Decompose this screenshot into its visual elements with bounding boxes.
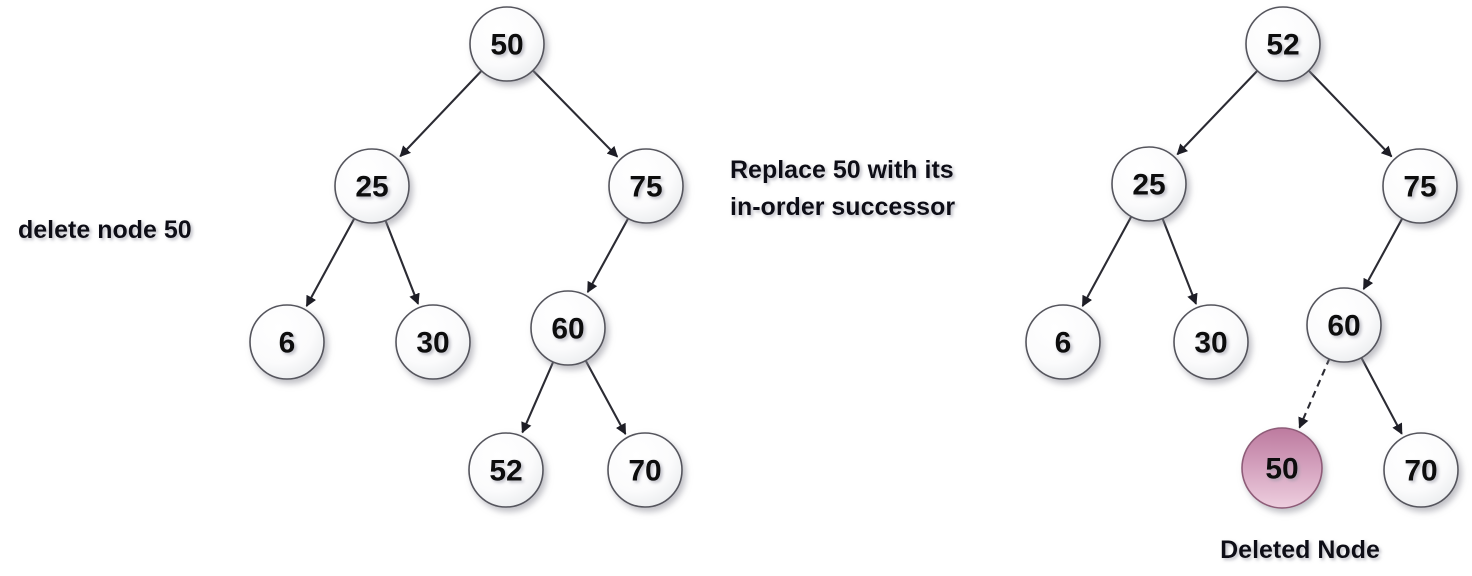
tree-edge-25-to-6 <box>305 217 356 307</box>
node-value-label: 70 <box>628 455 661 488</box>
node-value-label: 60 <box>551 313 584 346</box>
node-value-label: 6 <box>1055 327 1072 360</box>
node-value-label: 70 <box>1404 455 1437 488</box>
tree-edge-50-to-25 <box>399 69 483 158</box>
node-value-label: 6 <box>279 327 296 360</box>
tree-edge-25-to-6 <box>1081 215 1133 307</box>
tree-edge-25-to-30 <box>384 219 420 305</box>
node-circle <box>395 304 471 380</box>
node-circle <box>334 148 410 224</box>
delete-caption: delete node 50 <box>18 216 192 244</box>
tree-edge-50-to-75 <box>531 68 619 158</box>
tree-edge-52-to-75 <box>1307 69 1393 158</box>
tree-node-70[interactable]: 70 <box>607 432 683 508</box>
tree-edge-60-to-50 <box>1298 357 1331 429</box>
transition-caption-line-2: in-order successor <box>730 193 955 221</box>
tree-node-60[interactable]: 60 <box>530 290 606 366</box>
node-value-label: 25 <box>355 171 388 204</box>
node-circle <box>249 304 325 380</box>
node-value-label: 30 <box>416 327 449 360</box>
node-value-label: 52 <box>1266 29 1299 62</box>
node-circle <box>1382 148 1458 224</box>
tree-edge-60-to-70 <box>584 359 627 435</box>
node-circle <box>1025 304 1101 380</box>
right-tree-group: 52 25 75 6 30 60 50 70 <box>1025 6 1459 509</box>
tree-node-60[interactable]: 60 <box>1306 287 1382 363</box>
node-value-label: 52 <box>489 455 522 488</box>
tree-node-6[interactable]: 6 <box>1025 304 1101 380</box>
left-tree-nodes: 50 25 75 6 30 60 52 70 <box>249 6 684 508</box>
tree-node-30[interactable]: 30 <box>1173 304 1249 380</box>
node-circle <box>530 290 606 366</box>
captions-group: delete node 50 Deleted Node <box>18 216 1380 564</box>
tree-edge-25-to-30 <box>1161 217 1198 305</box>
tree-edge-75-to-60 <box>586 217 630 294</box>
left-tree-group: 50 25 75 6 30 60 52 70 <box>249 6 684 508</box>
node-value-label: 60 <box>1327 310 1360 343</box>
tree-node-25[interactable]: 25 <box>1111 146 1187 222</box>
node-value-label: 30 <box>1194 327 1227 360</box>
transition-caption-line-1: Replace 50 with its <box>730 156 954 184</box>
node-circle <box>468 432 544 508</box>
tree-node-30[interactable]: 30 <box>395 304 471 380</box>
tree-node-75[interactable]: 75 <box>1382 148 1458 224</box>
tree-node-50[interactable]: 50 <box>469 6 545 82</box>
tree-edge-75-to-60 <box>1362 217 1404 290</box>
node-circle <box>608 148 684 224</box>
tree-node-6[interactable]: 6 <box>249 304 325 380</box>
tree-node-52[interactable]: 52 <box>468 432 544 508</box>
node-value-label: 50 <box>490 29 523 62</box>
node-circle <box>1245 6 1321 82</box>
tree-node-25[interactable]: 25 <box>334 148 410 224</box>
transition-group: Replace 50 with its in-order successor <box>706 156 1042 242</box>
left-tree-edges <box>305 68 630 435</box>
tree-node-52[interactable]: 52 <box>1245 6 1321 82</box>
tree-node-50-deleted[interactable]: 50 <box>1241 427 1323 509</box>
node-circle <box>1111 146 1187 222</box>
node-value-label: 25 <box>1132 169 1165 202</box>
node-circle <box>1173 304 1249 380</box>
tree-edge-60-to-70 <box>1359 356 1403 435</box>
node-value-label: 50 <box>1265 453 1298 486</box>
tree-node-75[interactable]: 75 <box>608 148 684 224</box>
right-tree-edges <box>1081 69 1404 435</box>
node-circle <box>1306 287 1382 363</box>
node-value-label: 75 <box>1403 171 1436 204</box>
node-circle <box>1241 427 1323 509</box>
tree-edge-60-to-52 <box>521 360 555 434</box>
node-circle <box>607 432 683 508</box>
tree-edge-52-to-25 <box>1176 69 1259 156</box>
node-value-label: 75 <box>629 171 662 204</box>
node-circle <box>1383 432 1459 508</box>
tree-node-70[interactable]: 70 <box>1383 432 1459 508</box>
right-tree-nodes: 52 25 75 6 30 60 50 70 <box>1025 6 1459 509</box>
node-circle <box>469 6 545 82</box>
deleted-node-caption: Deleted Node <box>1220 536 1380 564</box>
